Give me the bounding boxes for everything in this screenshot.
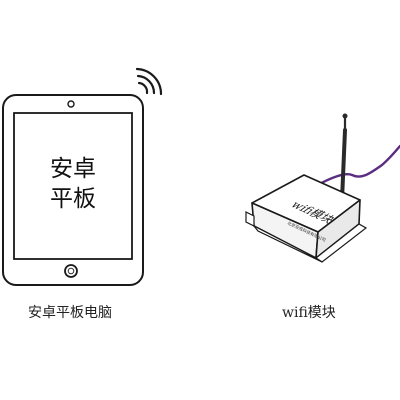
wifi-module-cable [314, 144, 400, 188]
tablet-screen-text-line-1: 安卓 [50, 156, 96, 182]
tablet-screen-text-line-2: 平板 [50, 186, 96, 212]
tablet-home-button-inner [67, 267, 75, 275]
wifi-module-caption: wifi模块 [282, 305, 336, 321]
tablet-device: 安卓 平板 [2, 94, 144, 286]
wifi-module-front-flange [253, 225, 323, 263]
wifi-module-device: wifi模块 北京亚成科技有限公司 [245, 113, 400, 263]
tablet-screen [13, 112, 133, 260]
tablet-signal-icon [135, 67, 163, 96]
tablet-caption: 安卓平板电脑 [28, 305, 112, 321]
tablet-camera [67, 100, 75, 108]
tablet-home-button [64, 264, 78, 278]
